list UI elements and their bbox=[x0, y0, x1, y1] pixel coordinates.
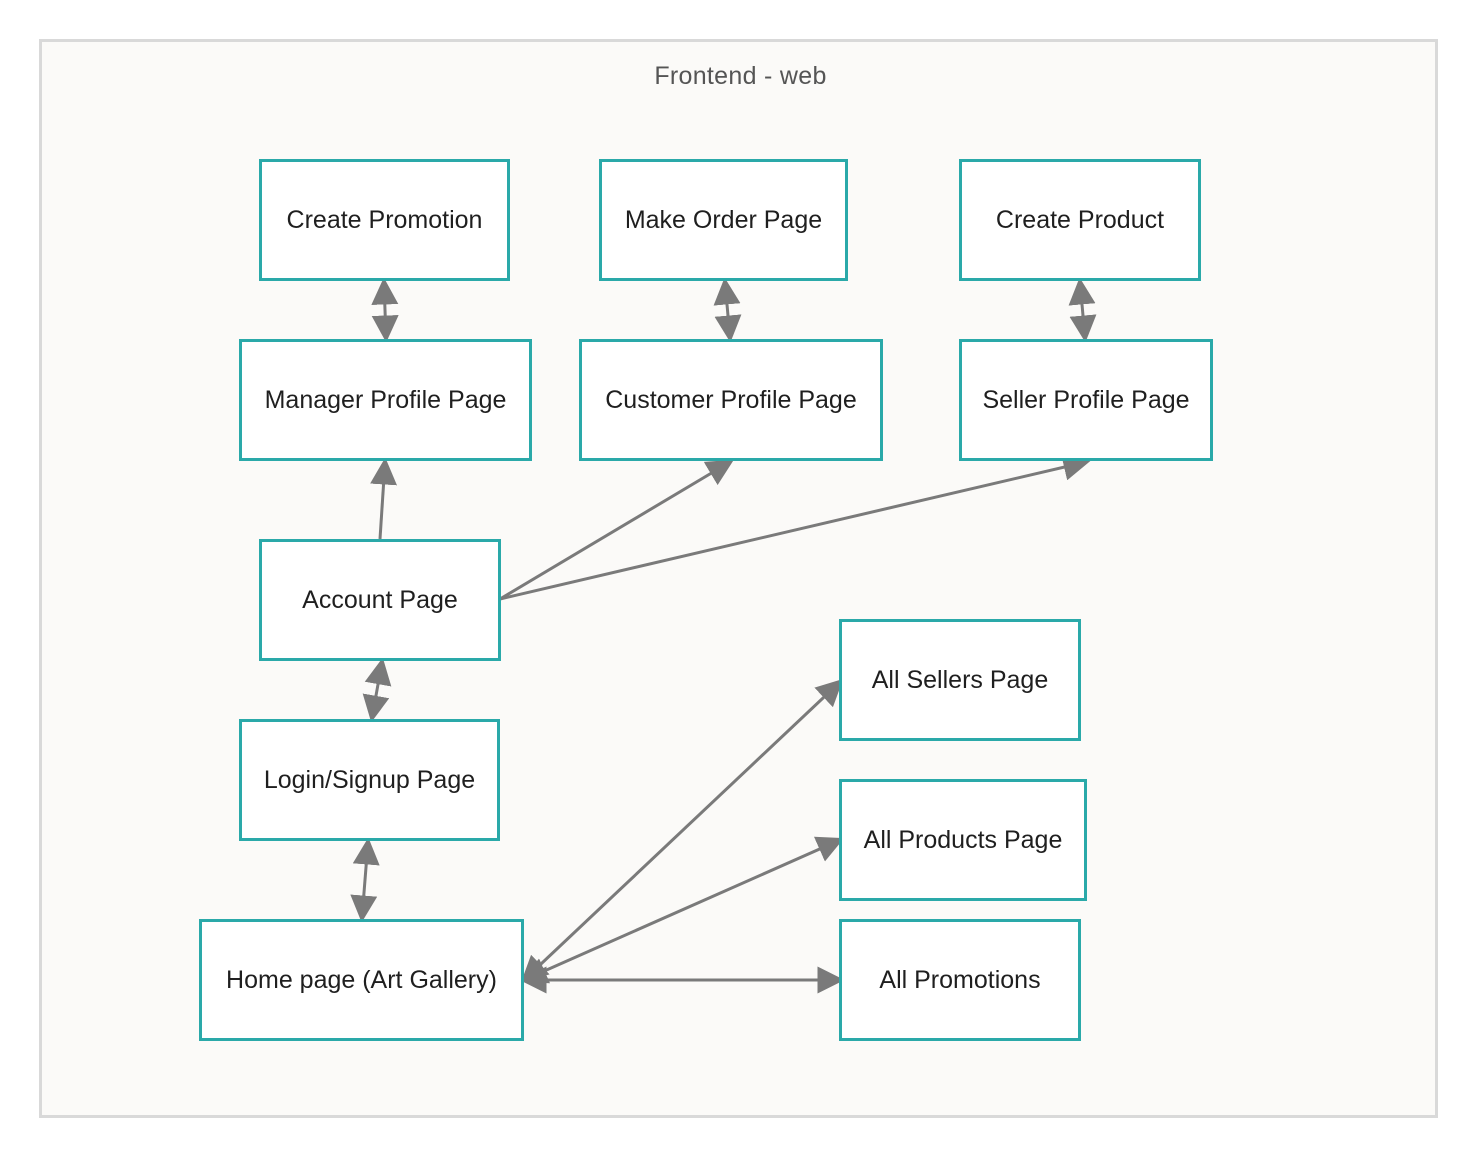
create-product-node[interactable]: Create Product bbox=[959, 159, 1201, 281]
customer-profile-page-node[interactable]: Customer Profile Page bbox=[579, 339, 883, 461]
login-signup-page-node[interactable]: Login/Signup Page bbox=[239, 719, 500, 841]
seller-profile-page-node[interactable]: Seller Profile Page bbox=[959, 339, 1213, 461]
manager-profile-page-node[interactable]: Manager Profile Page bbox=[239, 339, 532, 461]
all-sellers-page-node[interactable]: All Sellers Page bbox=[839, 619, 1081, 741]
all-products-page-node[interactable]: All Products Page bbox=[839, 779, 1087, 901]
home-page-art-gallery-node[interactable]: Home page (Art Gallery) bbox=[199, 919, 524, 1041]
make-order-page-node[interactable]: Make Order Page bbox=[599, 159, 848, 281]
frame-title: Frontend - web bbox=[654, 62, 827, 90]
account-page-node[interactable]: Account Page bbox=[259, 539, 501, 661]
all-promotions-node[interactable]: All Promotions bbox=[839, 919, 1081, 1041]
create-promotion-node[interactable]: Create Promotion bbox=[259, 159, 510, 281]
